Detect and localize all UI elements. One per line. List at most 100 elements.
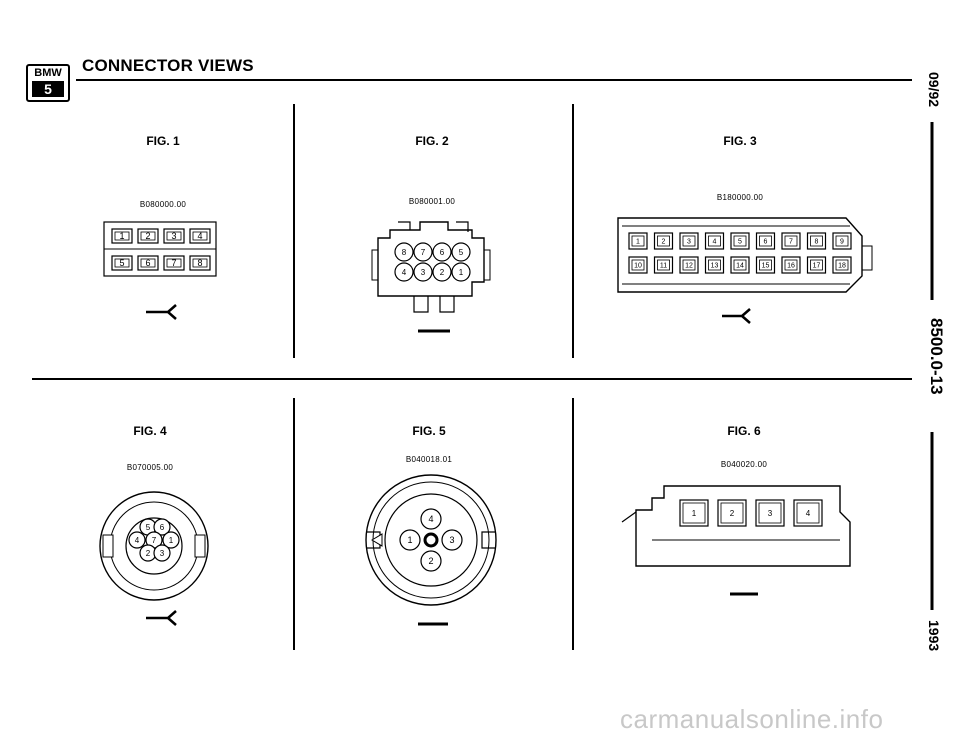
pin-label: 7	[171, 258, 176, 268]
pin-label: 12	[685, 262, 693, 269]
fig4-connector-body	[99, 491, 209, 601]
pin-cell-inner	[631, 235, 645, 247]
pin-cell-inner	[759, 235, 772, 247]
pin-cell	[730, 256, 750, 274]
fig2-connector-body	[377, 221, 485, 297]
pin-circle	[153, 544, 171, 562]
fig5-label: FIG. 5	[412, 424, 446, 438]
fig4-part-number: B070005.00	[126, 463, 174, 472]
pin-cell	[755, 232, 776, 250]
pin-cell-inner	[720, 502, 744, 524]
pin-cell	[806, 232, 827, 250]
pin-label: 4	[806, 509, 811, 518]
pin-label: 1	[169, 536, 174, 545]
pin-label: 15	[762, 262, 770, 269]
pin-cell-inner	[140, 231, 156, 241]
pin-cell	[704, 232, 725, 250]
pin-cell	[781, 256, 801, 274]
pin-cell	[832, 256, 852, 274]
pin-label: 1	[119, 231, 124, 241]
pin-label: 11	[660, 262, 667, 269]
pin-cell	[628, 256, 648, 274]
pin-label: 3	[449, 535, 454, 545]
pin-label: 2	[662, 238, 666, 245]
pin-cell-inner	[784, 235, 798, 247]
pin-cell-inner	[733, 235, 747, 247]
pin-cell	[679, 256, 699, 274]
pin-label: 4	[135, 536, 140, 545]
pin-circle	[162, 531, 180, 549]
pin-circle	[413, 262, 433, 282]
pin-cell	[679, 232, 699, 250]
pin-cell	[111, 228, 133, 244]
pin-cell-inner	[140, 258, 156, 268]
pin-cell	[189, 228, 211, 244]
pin-label: 3	[421, 268, 426, 277]
pin-cell-inner	[166, 258, 182, 268]
pin-label: 8	[197, 258, 202, 268]
pin-cell-inner	[657, 235, 670, 247]
fig6-part-number: B040020.00	[720, 460, 768, 469]
pin-cell	[806, 256, 827, 274]
pin-label: 5	[146, 523, 151, 532]
pin-cell	[832, 232, 852, 250]
fig3-wire-symbol	[722, 308, 751, 324]
pin-cell-inner	[759, 259, 772, 271]
pin-cell-inner	[835, 235, 849, 247]
pin-label: 5	[119, 258, 124, 268]
fig6-connector-body	[635, 485, 851, 567]
pin-label: 1	[692, 509, 697, 518]
pin-cell-inner	[682, 235, 696, 247]
fig4-label: FIG. 4	[133, 424, 167, 438]
pin-cell	[111, 255, 133, 271]
pin-cell-inner	[192, 231, 208, 241]
pin-cell-inner	[192, 258, 208, 268]
fig4-wire-symbol	[146, 610, 177, 626]
pin-label: 16	[787, 262, 795, 269]
pin-label: 3	[171, 231, 176, 241]
pin-circle	[394, 242, 414, 262]
pin-label: 9	[840, 238, 844, 245]
pin-circle	[399, 529, 421, 551]
fig3-label: FIG. 3	[723, 134, 757, 148]
pin-circle	[441, 529, 463, 551]
pin-circle	[420, 550, 442, 572]
pin-label: 2	[440, 268, 445, 277]
pin-label: 6	[440, 248, 445, 257]
pin-cell	[628, 232, 648, 250]
pin-label: 4	[428, 514, 433, 524]
pin-label: 1	[636, 238, 640, 245]
pin-cell-inner	[810, 235, 823, 247]
fig1-wire-symbol	[146, 304, 177, 320]
pin-cell	[137, 255, 159, 271]
pin-label: 3	[687, 238, 691, 245]
pin-cell	[189, 255, 211, 271]
pin-cell	[653, 232, 674, 250]
pin-label: 7	[421, 248, 426, 257]
pin-label: 4	[197, 231, 202, 241]
pin-cell	[755, 499, 785, 527]
pin-cell-inner	[796, 502, 820, 524]
pin-cell-inner	[708, 235, 721, 247]
pin-circle	[420, 508, 442, 530]
pin-circle	[153, 518, 171, 536]
logo-brand: BMW	[34, 67, 62, 79]
pin-label: 13	[711, 262, 719, 269]
pin-cell-inner	[657, 259, 670, 271]
pin-label: 2	[146, 549, 151, 558]
fig5-connector-body	[365, 474, 497, 606]
pin-label: 4	[402, 268, 407, 277]
pin-label: 2	[145, 231, 150, 241]
pin-cell-inner	[114, 258, 130, 268]
pin-circle	[432, 262, 452, 282]
pin-label: 10	[634, 262, 642, 269]
pin-cell	[781, 232, 801, 250]
pin-label: 14	[736, 262, 744, 269]
pin-cell-inner	[758, 502, 782, 524]
pin-label: 2	[428, 556, 433, 566]
